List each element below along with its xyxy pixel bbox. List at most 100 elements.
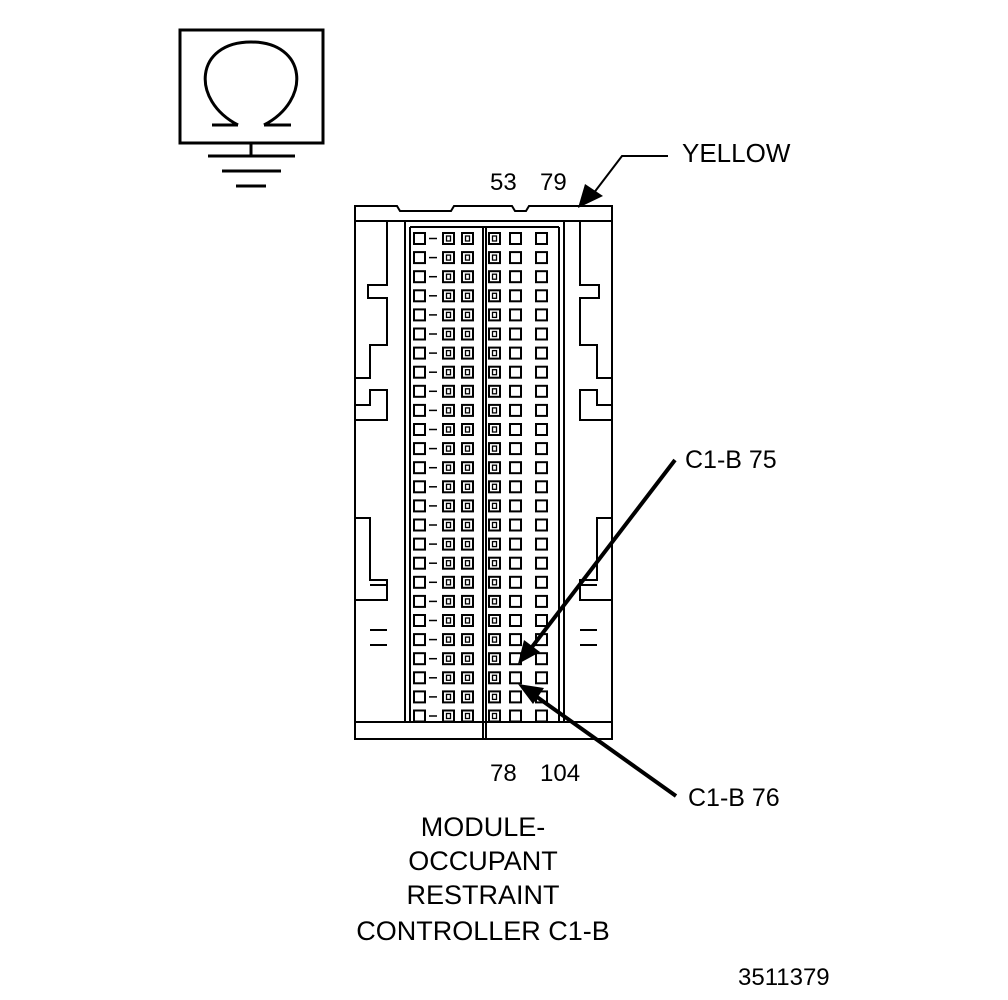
terminal-contact [445,254,452,261]
terminal-cavity [413,461,426,475]
terminal-cavity [509,232,522,245]
terminal-cavity [461,346,474,360]
terminal-contact [464,540,471,548]
terminal-cavity [488,365,501,379]
terminal-contact [464,426,471,433]
terminal-cavity [509,289,522,303]
component-title: MODULE- OCCUPANT RESTRAINT CONTROLLER C1… [356,812,610,946]
terminal-contact [464,483,471,490]
terminal-cavity [535,403,548,417]
terminal-contact [491,598,498,605]
terminal-contact [491,674,498,681]
terminal-cavity [535,346,548,360]
terminal-cavity [488,461,501,475]
terminal-contact [491,483,498,490]
terminal-contact [491,235,498,242]
terminal-contact [445,330,452,338]
ohmmeter-ground-icon [178,28,325,188]
color-leader-arrow [578,155,668,208]
terminal-cavity [461,461,474,475]
terminal-contact [464,273,471,280]
terminal-cavity [461,594,474,608]
terminal-cavity [442,594,455,608]
terminal-cavity [535,614,548,627]
terminal-cavity [413,270,426,284]
terminal-cavity [413,365,426,379]
terminal-cavity [461,308,474,322]
title-line-2: OCCUPANT [408,846,558,876]
terminal-contact [445,693,452,701]
terminal-contact [491,693,498,701]
terminal-cavity [442,251,455,265]
terminal-cavity [442,327,455,341]
terminal-cavity [413,499,426,513]
terminal-contact [491,426,498,433]
terminal-contact [445,311,452,319]
terminal-contact [491,254,498,261]
terminal-contact [491,349,498,357]
terminal-cavity [442,403,455,417]
terminal-cavity [488,709,501,723]
terminal-cavity [442,289,455,303]
terminal-contact [491,330,498,338]
terminal-cavity [535,442,548,456]
terminal-cavity [461,633,474,647]
terminal-cavity [442,575,455,589]
terminal-cavity [488,671,501,685]
terminal-cavity [461,652,474,666]
terminal-cavity [442,499,455,513]
terminal-cavity [413,289,426,303]
terminal-cavity [413,232,426,245]
terminal-cavity [535,518,548,532]
terminal-cavity [535,671,548,685]
terminal-cavity [509,633,522,647]
terminal-cavity [488,633,501,647]
terminal-contact [491,407,498,414]
terminal-cavity [413,403,426,417]
terminal-contact [445,579,452,586]
terminal-contact [491,540,498,548]
terminal-contact [464,674,471,681]
terminal-contact [464,235,471,242]
terminal-cavity [509,442,522,456]
terminal-cavity [413,690,426,704]
terminal-cavity [509,365,522,379]
terminal-cavity [535,575,548,589]
terminal-cavity [509,327,522,341]
terminal-contact [445,426,452,433]
connector-body [354,205,613,740]
terminal-cavity [488,270,501,284]
terminal-contact [445,445,452,452]
terminal-cavity [488,346,501,360]
terminal-contact [464,311,471,319]
terminal-cavity [461,423,474,436]
terminal-cavity [413,480,426,494]
top-left-pin-number: 53 [490,169,517,196]
terminal-cavity [509,614,522,627]
terminal-contact [491,292,498,299]
terminal-contact [445,235,452,242]
terminal-cavity [413,575,426,589]
terminal-cavity [535,652,548,666]
terminal-contact [491,311,498,319]
terminal-contact [491,655,498,662]
terminal-cavity [461,289,474,303]
terminal-contact [445,712,452,720]
terminal-cavity [535,232,548,245]
terminal-cavity [535,499,548,513]
terminal-cavity [461,384,474,398]
terminal-cavity [535,709,548,723]
terminal-cavity [535,384,548,398]
top-right-pin-number: 79 [540,169,567,196]
terminal-contact [445,598,452,605]
terminal-cavity [442,614,455,627]
terminal-cavity [461,556,474,570]
terminal-cavity [488,232,501,245]
terminal-cavity [461,480,474,494]
figure-number: 3511379 [738,964,830,991]
terminal-cavity [509,671,522,685]
terminal-contact [464,464,471,471]
terminal-cavity [413,423,426,436]
terminal-cavity [442,690,455,704]
